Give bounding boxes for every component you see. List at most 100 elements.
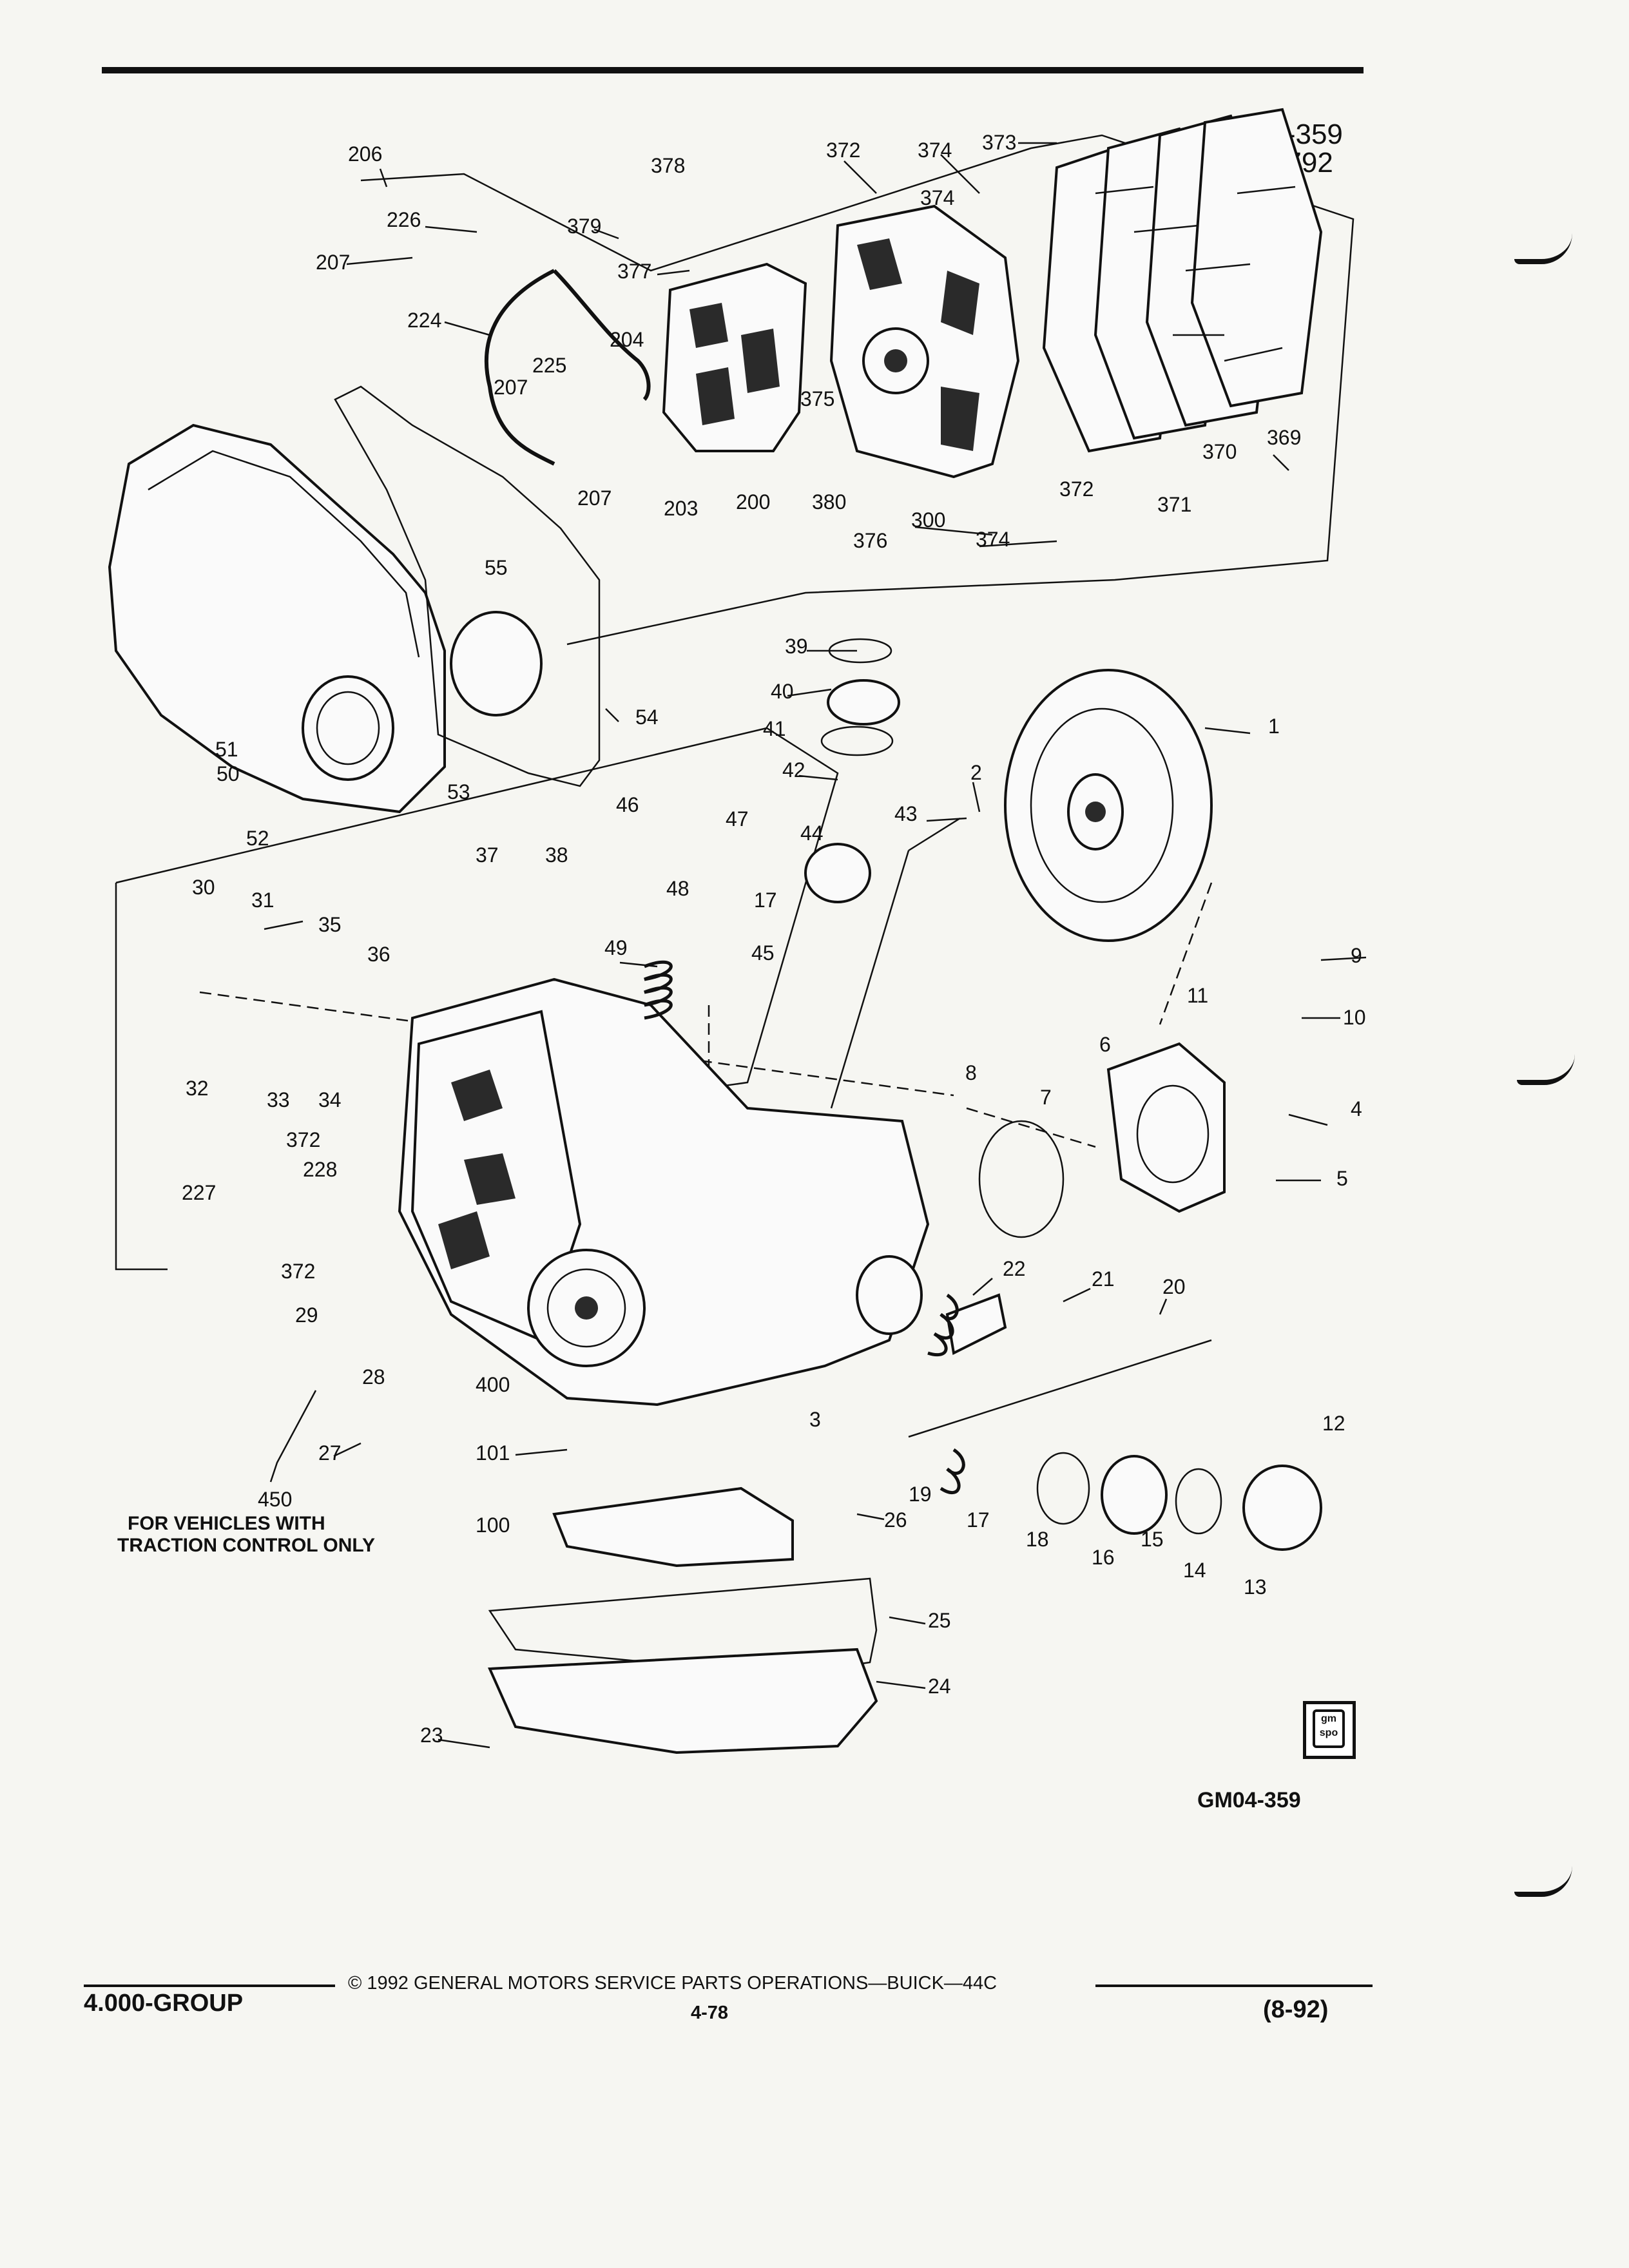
springs [644, 960, 965, 1494]
caption-figure-code: GM04-359 [1197, 1788, 1301, 1812]
callout-label: 31 [251, 889, 275, 912]
callout-label: 1 [1268, 715, 1280, 738]
callout-label: 40 [771, 680, 794, 703]
callout-label: 27 [318, 1441, 342, 1465]
binder-mark [1514, 233, 1572, 264]
callout-label: 372 [826, 139, 860, 162]
callout-label: 376 [853, 529, 887, 552]
callout-label: 203 [664, 497, 698, 520]
callout-label: 100 [476, 1514, 510, 1537]
footer-group: 4.000-GROUP [84, 1990, 244, 2017]
servo-region-outline [908, 1339, 1212, 1438]
callout-label: 12 [1322, 1412, 1345, 1435]
callout-label: 8 [965, 1061, 977, 1084]
callout-label: 224 [407, 309, 441, 332]
callout-label: 370 [1202, 440, 1237, 463]
callout-label: 49 [604, 936, 628, 959]
callout-label: 375 [800, 387, 834, 410]
callout-label: 372 [281, 1260, 315, 1283]
callout-label: 373 [982, 131, 1016, 154]
callout-label: 30 [192, 876, 215, 899]
callout-label: 11 [1187, 984, 1208, 1007]
binder-mark [1514, 1866, 1572, 1897]
callout-label: 207 [577, 486, 612, 510]
callout-label: 55 [485, 556, 508, 579]
callout-label: 41 [763, 717, 786, 740]
callout-label: 225 [532, 354, 566, 377]
note-number: 450 [258, 1488, 292, 1511]
callout-label: 371 [1157, 493, 1191, 516]
gm-spo-logo: gm spo [1303, 1701, 1356, 1759]
callout-label: 207 [494, 376, 528, 399]
callout-label: 19 [909, 1483, 932, 1506]
callout-label: 26 [884, 1508, 907, 1532]
callout-label: 32 [186, 1077, 209, 1100]
callout-label: 54 [635, 706, 659, 729]
transmission-case [398, 977, 930, 1407]
callout-label: 227 [182, 1181, 216, 1204]
callout-label: 42 [782, 758, 805, 782]
callout-label: 37 [476, 843, 499, 867]
wiring-harness [484, 269, 651, 466]
callout-label: 369 [1267, 426, 1301, 449]
top-rule [102, 67, 1364, 73]
callout-label: 14 [1183, 1559, 1206, 1582]
footer-rule-right [1095, 1984, 1373, 1987]
callout-label: 24 [928, 1675, 951, 1698]
callout-label: 5 [1336, 1167, 1348, 1190]
callout-label: 25 [928, 1609, 951, 1632]
callout-label: 44 [800, 822, 824, 845]
callout-label: 377 [617, 260, 651, 283]
callout-label: 46 [616, 793, 639, 816]
callout-label: 13 [1244, 1575, 1267, 1599]
callout-label: 21 [1092, 1267, 1115, 1291]
case-cover-and-pump [829, 204, 1020, 479]
footer-copyright: © 1992 GENERAL MOTORS SERVICE PARTS OPER… [348, 1973, 998, 1994]
callout-label: 372 [1059, 477, 1094, 501]
pump-housing [1106, 1042, 1226, 1213]
servo-piston-group [804, 679, 1322, 1551]
callout-label: 374 [918, 139, 952, 162]
callout-label: 45 [751, 941, 775, 965]
callout-label: 228 [303, 1158, 337, 1181]
callout-label: 9 [1351, 944, 1362, 967]
bottom-oil-pan [487, 1577, 878, 1754]
callout-label: 204 [610, 328, 644, 351]
callout-label: 7 [1040, 1086, 1052, 1109]
callout-label: 15 [1141, 1528, 1164, 1551]
callout-label: 3 [809, 1408, 821, 1431]
callout-label: 38 [545, 843, 568, 867]
footer-rule-left [84, 1984, 335, 1987]
callout-label: 400 [476, 1373, 510, 1396]
callout-label: 10 [1343, 1006, 1366, 1029]
callout-label: 372 [286, 1128, 320, 1151]
callout-label: 20 [1162, 1275, 1186, 1298]
callout-label: 101 [476, 1441, 510, 1465]
callout-leaders [264, 142, 1367, 1749]
spacer-plates-and-gaskets [1042, 108, 1323, 453]
callout-label: 374 [976, 528, 1010, 551]
callout-label: 4 [1351, 1097, 1362, 1120]
callout-label: 33 [267, 1088, 290, 1111]
callout-label: 43 [894, 802, 918, 825]
callout-label: 29 [295, 1303, 318, 1327]
callout-label: 6 [1099, 1033, 1111, 1056]
callout-label: 50 [217, 762, 240, 785]
callout-label: 379 [567, 215, 601, 238]
callout-label: 36 [367, 943, 390, 966]
callout-label: 207 [316, 251, 350, 274]
note-line-1: FOR VEHICLES WITH [128, 1513, 325, 1534]
callout-label: 206 [348, 142, 382, 166]
callout-label: 53 [447, 780, 470, 803]
traction-control-note: 450 FOR VEHICLES WITH TRACTION CONTROL O… [117, 1390, 375, 1556]
callout-label: 47 [726, 807, 749, 831]
callout-label: 226 [387, 208, 421, 231]
control-valve-body [662, 262, 807, 452]
page-number: 4-78 [691, 2003, 729, 2023]
callout-label: 48 [666, 877, 689, 900]
logo-text-top: gm [1321, 1713, 1336, 1724]
logo-text-bottom: spo [1319, 1727, 1338, 1738]
callout-label: 28 [362, 1365, 385, 1389]
callout-label: 2 [970, 761, 982, 784]
